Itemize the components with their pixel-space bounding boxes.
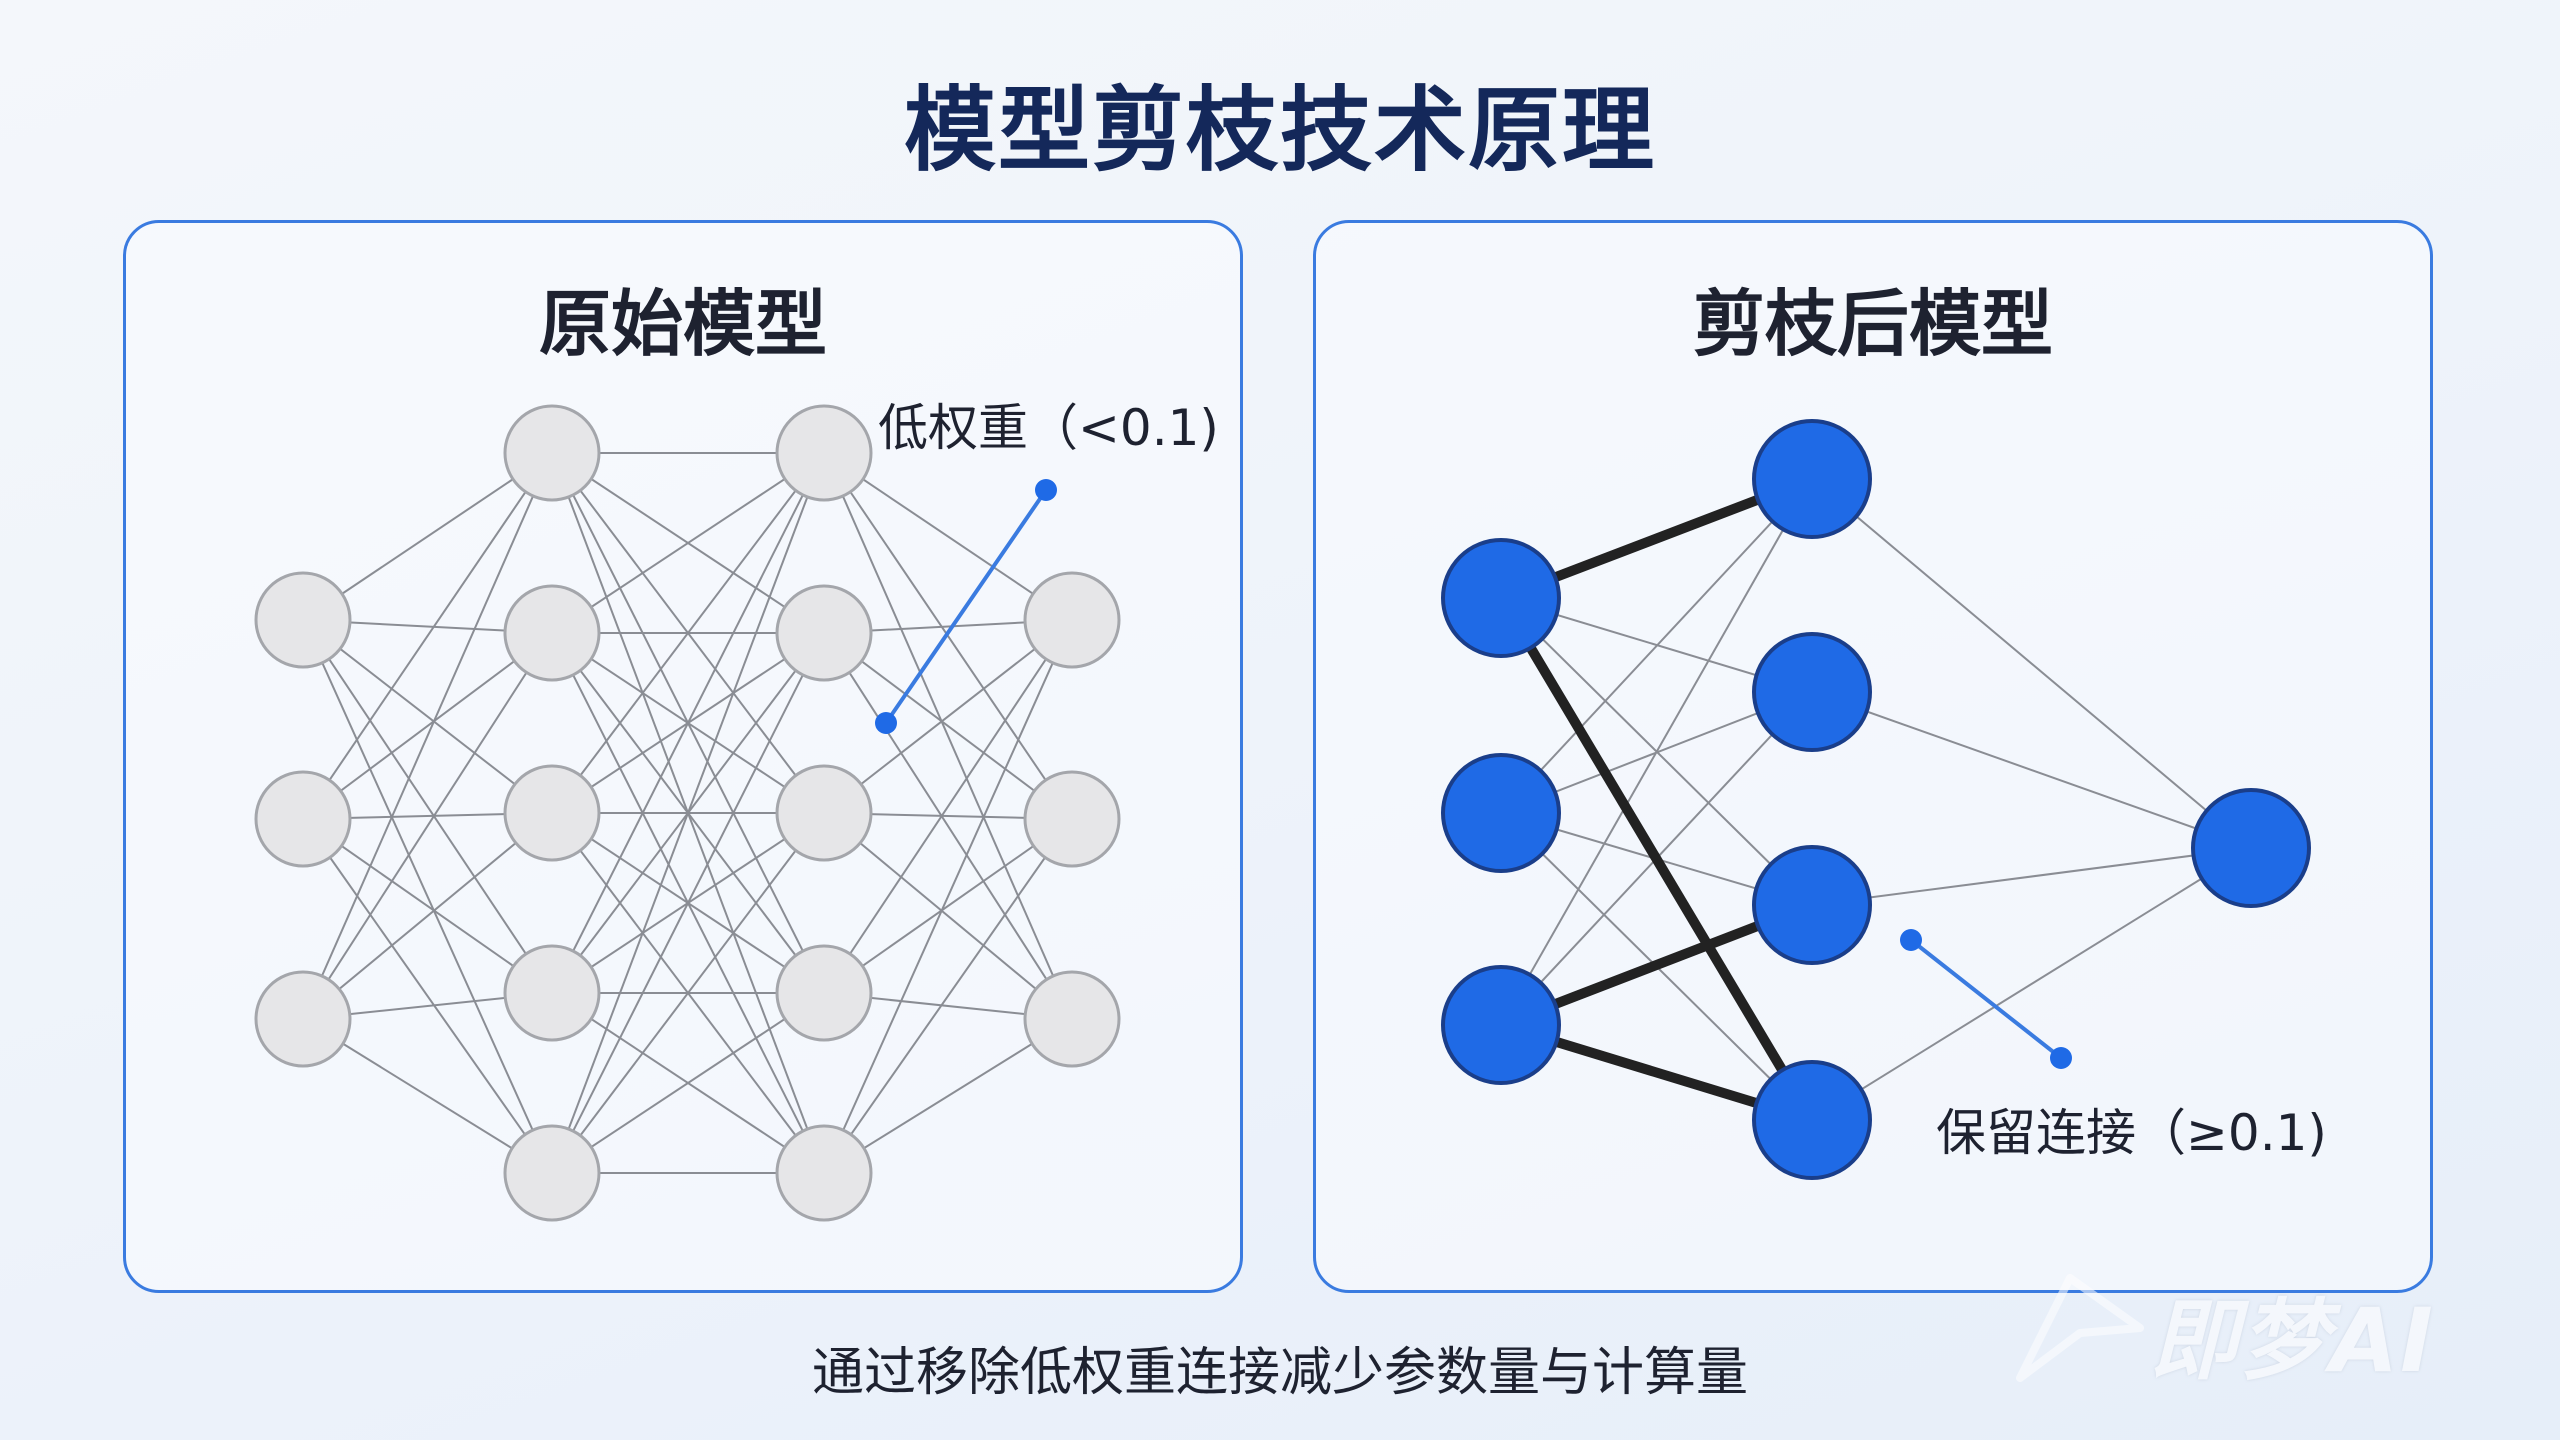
original-node [254, 970, 352, 1068]
page-title: 模型剪枝技术原理 [903, 77, 1656, 184]
original-edge [302, 619, 553, 994]
kept-leader-line [1909, 938, 2063, 1060]
original-edge [823, 632, 1073, 1020]
kept-edge [1500, 478, 1813, 814]
original-edge [302, 818, 553, 1174]
original-edge [302, 1018, 553, 1174]
pruned-node [1752, 419, 1872, 539]
original-node [775, 404, 873, 502]
kept-edge [1811, 847, 2252, 906]
original-edge [551, 452, 825, 634]
original-edge [823, 452, 1073, 1020]
original-edge [551, 812, 825, 1174]
original-node [775, 584, 873, 682]
original-nodes [254, 404, 1121, 1222]
original-edge [823, 632, 1073, 820]
original-node [503, 1124, 601, 1222]
original-edge [302, 452, 553, 621]
pruned-nodes [1441, 419, 2311, 1180]
original-edge [823, 1018, 1073, 1174]
pruned-model-panel: 剪枝后模型 保留连接（≥0.1) [1313, 220, 2433, 1293]
original-edge [302, 632, 553, 820]
pruned-node [1441, 965, 1561, 1085]
low-weight-leader-line [884, 488, 1048, 725]
original-edge [551, 992, 825, 1174]
kept-edge [1811, 847, 2252, 1121]
original-edge [823, 619, 1073, 814]
pruned-edges [1496, 474, 2252, 1125]
low-weight-marker-dot [1035, 479, 1057, 501]
low-weight-label: 低权重（<0.1) [878, 399, 1219, 457]
original-model-panel: 原始模型 低权重（<0.1) [123, 220, 1243, 1293]
watermark-text: 即梦AI [2150, 1289, 2435, 1392]
original-node [1023, 770, 1121, 868]
original-node [775, 764, 873, 862]
original-edge [823, 619, 1073, 1174]
original-node [254, 571, 352, 669]
kept-edge [1811, 478, 2252, 849]
original-edge [823, 818, 1073, 1174]
original-edge [302, 452, 553, 1020]
original-edge [302, 619, 553, 1174]
original-node [503, 584, 601, 682]
pruned-node [2191, 788, 2311, 908]
original-node [503, 944, 601, 1042]
original-edge [302, 812, 553, 1020]
original-node [1023, 970, 1121, 1068]
original-node [775, 1124, 873, 1222]
pruned-node [1441, 538, 1561, 658]
pruned-node [1752, 845, 1872, 965]
original-node [503, 404, 601, 502]
kept-edge [1811, 691, 2252, 849]
original-network-diagram [254, 404, 1121, 1222]
original-edge [823, 619, 1073, 994]
original-edge [302, 619, 553, 814]
kept-edge-dot [1900, 929, 1922, 951]
kept-edge [1500, 478, 1813, 1026]
original-edge [551, 632, 825, 1174]
original-edges [302, 452, 1073, 1174]
original-edge [302, 632, 553, 1020]
original-node [254, 770, 352, 868]
pruned-model-title: 剪枝后模型 [1692, 282, 2053, 366]
pruned-node [1752, 632, 1872, 752]
original-edge [823, 812, 1073, 1020]
original-edge [302, 818, 553, 994]
original-node [503, 764, 601, 862]
pruned-node [1752, 1060, 1872, 1180]
original-model-title: 原始模型 [538, 282, 827, 366]
strong-edge [1496, 595, 1817, 1123]
original-edge [551, 452, 825, 994]
pruned-network-diagram [1441, 419, 2311, 1180]
low-weight-edge-dot [875, 712, 897, 734]
pruned-node [1441, 753, 1561, 873]
caption: 通过移除低权重连接减少参数量与计算量 [811, 1343, 1748, 1403]
original-edge [823, 452, 1073, 621]
watermark: 即梦AI [2010, 1258, 2510, 1392]
kept-marker-dot [2050, 1047, 2072, 1069]
original-edge [823, 818, 1073, 994]
original-node [1023, 571, 1121, 669]
original-edge [551, 452, 825, 1174]
kept-connection-label: 保留连接（≥0.1) [1936, 1104, 2327, 1162]
original-edge [302, 452, 553, 820]
original-edge [551, 452, 825, 814]
watermark-logo-icon [2016, 1274, 2144, 1382]
original-node [775, 944, 873, 1042]
